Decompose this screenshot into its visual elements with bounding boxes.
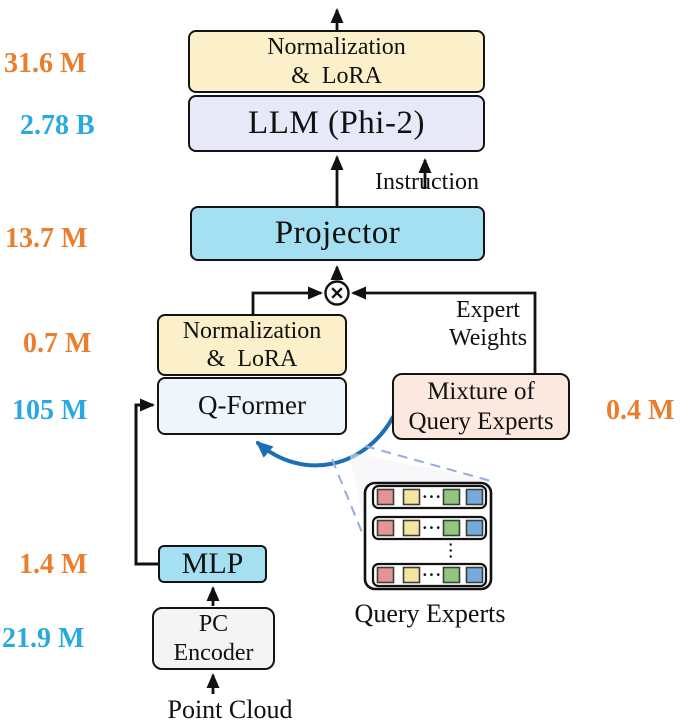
query-expert-row: ···: [371, 562, 488, 588]
query-expert-token: [465, 519, 484, 537]
query-expert-token: [402, 488, 421, 506]
query-expert-token: [465, 488, 484, 506]
expand-dashed-line-right: [364, 445, 492, 482]
instruction-label: Instruction: [375, 169, 479, 195]
ellipsis-h-icon: ···: [422, 487, 442, 506]
block-normalization-lora-qformer: Normalization & LoRA: [157, 314, 347, 376]
block-label: Q-Former: [198, 390, 306, 421]
query-expert-token: [402, 566, 421, 584]
block-qformer: Q-Former: [157, 377, 347, 435]
query-expert-token: [442, 566, 461, 584]
block-mixture-of-query-experts: Mixture of Query Experts: [392, 373, 570, 440]
block-label: Encoder: [173, 639, 254, 666]
block-label: Normalization: [267, 34, 406, 61]
query-expert-token: [376, 519, 395, 537]
param-qformer: 105 M: [12, 395, 88, 426]
param-mlp: 1.4 M: [19, 549, 88, 580]
query-expert-token: [376, 488, 395, 506]
block-llm: LLM (Phi-2): [188, 95, 485, 152]
line-expertweights-to-multiply: [351, 286, 537, 373]
block-label: & LoRA: [291, 62, 382, 89]
query-expert-row: ···: [371, 484, 488, 510]
query-expert-row: ···: [371, 515, 488, 541]
block-projector: Projector: [190, 206, 485, 261]
query-expert-token: [442, 519, 461, 537]
block-label: MLP: [181, 547, 244, 581]
block-label: Mixture of: [427, 378, 535, 405]
block-mlp: MLP: [158, 545, 267, 583]
query-expert-token: [376, 566, 395, 584]
block-label: & LoRA: [206, 346, 298, 372]
query-expert-token: [402, 519, 421, 537]
ellipsis-h-icon: ···: [422, 565, 442, 584]
ellipsis-v-icon: ···: [442, 542, 458, 560]
moqe-to-qformer-arrow: [255, 415, 395, 468]
query-expert-token: [465, 566, 484, 584]
block-pc-encoder: PC Encoder: [152, 607, 275, 670]
param-projector: 13.7 M: [5, 223, 88, 254]
point-cloud-label: Point Cloud: [167, 695, 293, 724]
query-expert-token: [442, 488, 461, 506]
block-normalization-lora-llm: Normalization & LoRA: [188, 30, 485, 93]
ellipsis-h-icon: ···: [422, 518, 442, 537]
line-normlora-to-multiply: [251, 286, 323, 314]
param-moqe: 0.4 M: [606, 395, 675, 426]
block-label: PC: [198, 611, 229, 638]
line-mlp-to-qformer: [134, 398, 159, 566]
param-pc-encoder: 21.9 M: [2, 623, 85, 654]
query-experts-panel: ··· ··· ··· ···: [363, 481, 493, 591]
query-experts-caption: Query Experts: [354, 599, 506, 628]
block-label: Normalization: [182, 317, 322, 344]
block-label: LLM (Phi-2): [248, 105, 425, 142]
block-label: Query Experts: [408, 407, 554, 435]
param-norm-lora-qformer: 0.7 M: [23, 328, 92, 359]
expert-weights-label: Expert Weights: [448, 297, 528, 351]
param-norm-lora-llm: 31.6 M: [4, 48, 87, 79]
block-label: Projector: [274, 215, 401, 252]
param-llm: 2.78 B: [20, 110, 95, 141]
multiply-icon: [324, 280, 350, 306]
